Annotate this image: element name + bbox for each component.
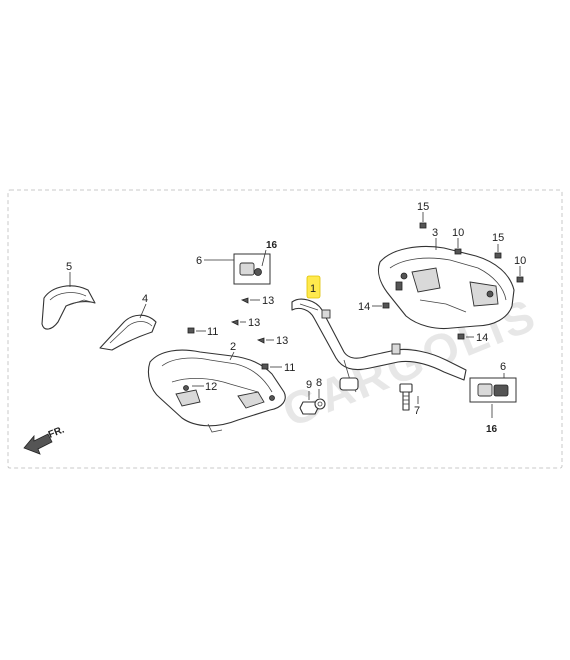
part-13-screw-a <box>240 297 249 304</box>
part-15-screw-b <box>494 252 502 259</box>
part-6-switch-left <box>239 262 262 276</box>
part-6-box-right <box>469 377 517 403</box>
part-5-cover <box>41 285 96 330</box>
label-part-11-b: 11 <box>284 362 295 374</box>
part-2-handlebar-front-cover <box>147 349 286 433</box>
label-part-16-b: 16 <box>486 424 498 435</box>
diagram-frame <box>7 189 563 469</box>
part-13-screw-c <box>256 337 265 344</box>
part-10-screw-b <box>516 276 524 283</box>
label-part-1: 1 <box>310 283 316 295</box>
part-10-screw-a <box>454 248 462 255</box>
label-part-6-a: 6 <box>196 255 202 267</box>
label-part-15-b: 15 <box>492 232 504 244</box>
part-11-screw-b <box>261 363 269 370</box>
label-part-15-a: 15 <box>417 201 429 213</box>
label-part-10-a: 10 <box>452 227 464 239</box>
label-part-9: 9 <box>306 379 312 391</box>
label-part-14-b: 14 <box>476 332 488 344</box>
label-part-4: 4 <box>142 293 148 305</box>
label-part-6-b: 6 <box>500 361 506 373</box>
part-14-screw-b <box>457 333 465 340</box>
label-part-2: 2 <box>230 341 236 353</box>
label-part-7: 7 <box>414 405 420 417</box>
part-3-handlebar-rear-cover <box>377 245 515 330</box>
label-part-13-c: 13 <box>276 335 288 347</box>
label-part-13-b: 13 <box>248 317 260 329</box>
part-8-washer <box>314 398 326 410</box>
label-part-13-a: 13 <box>262 295 274 307</box>
direction-label: FR. <box>47 424 66 440</box>
label-part-5: 5 <box>66 261 72 273</box>
leader-2 <box>229 351 235 361</box>
label-part-8: 8 <box>316 377 322 389</box>
leader-4 <box>139 303 147 319</box>
label-part-11-a: 11 <box>207 326 218 338</box>
part-6-box-left <box>233 253 271 285</box>
label-part-12: 12 <box>205 381 217 393</box>
highlight-part-1 <box>306 275 321 299</box>
part-14-screw-a <box>382 302 390 309</box>
part-15-screw-a <box>419 222 427 229</box>
part-4-front-panel <box>99 314 157 351</box>
part-7-bolt <box>399 383 413 411</box>
label-part-3: 3 <box>432 227 438 239</box>
label-part-10-b: 10 <box>514 255 526 267</box>
leader-16a <box>261 249 267 267</box>
front-direction-arrow-icon <box>23 433 53 455</box>
part-13-screw-b <box>230 319 239 326</box>
label-part-16-a: 16 <box>266 240 278 251</box>
part-6-switch-right <box>477 383 509 397</box>
label-part-14-a: 14 <box>358 301 370 313</box>
part-1-handlebar <box>291 298 467 393</box>
part-11-screw-a <box>187 327 195 334</box>
